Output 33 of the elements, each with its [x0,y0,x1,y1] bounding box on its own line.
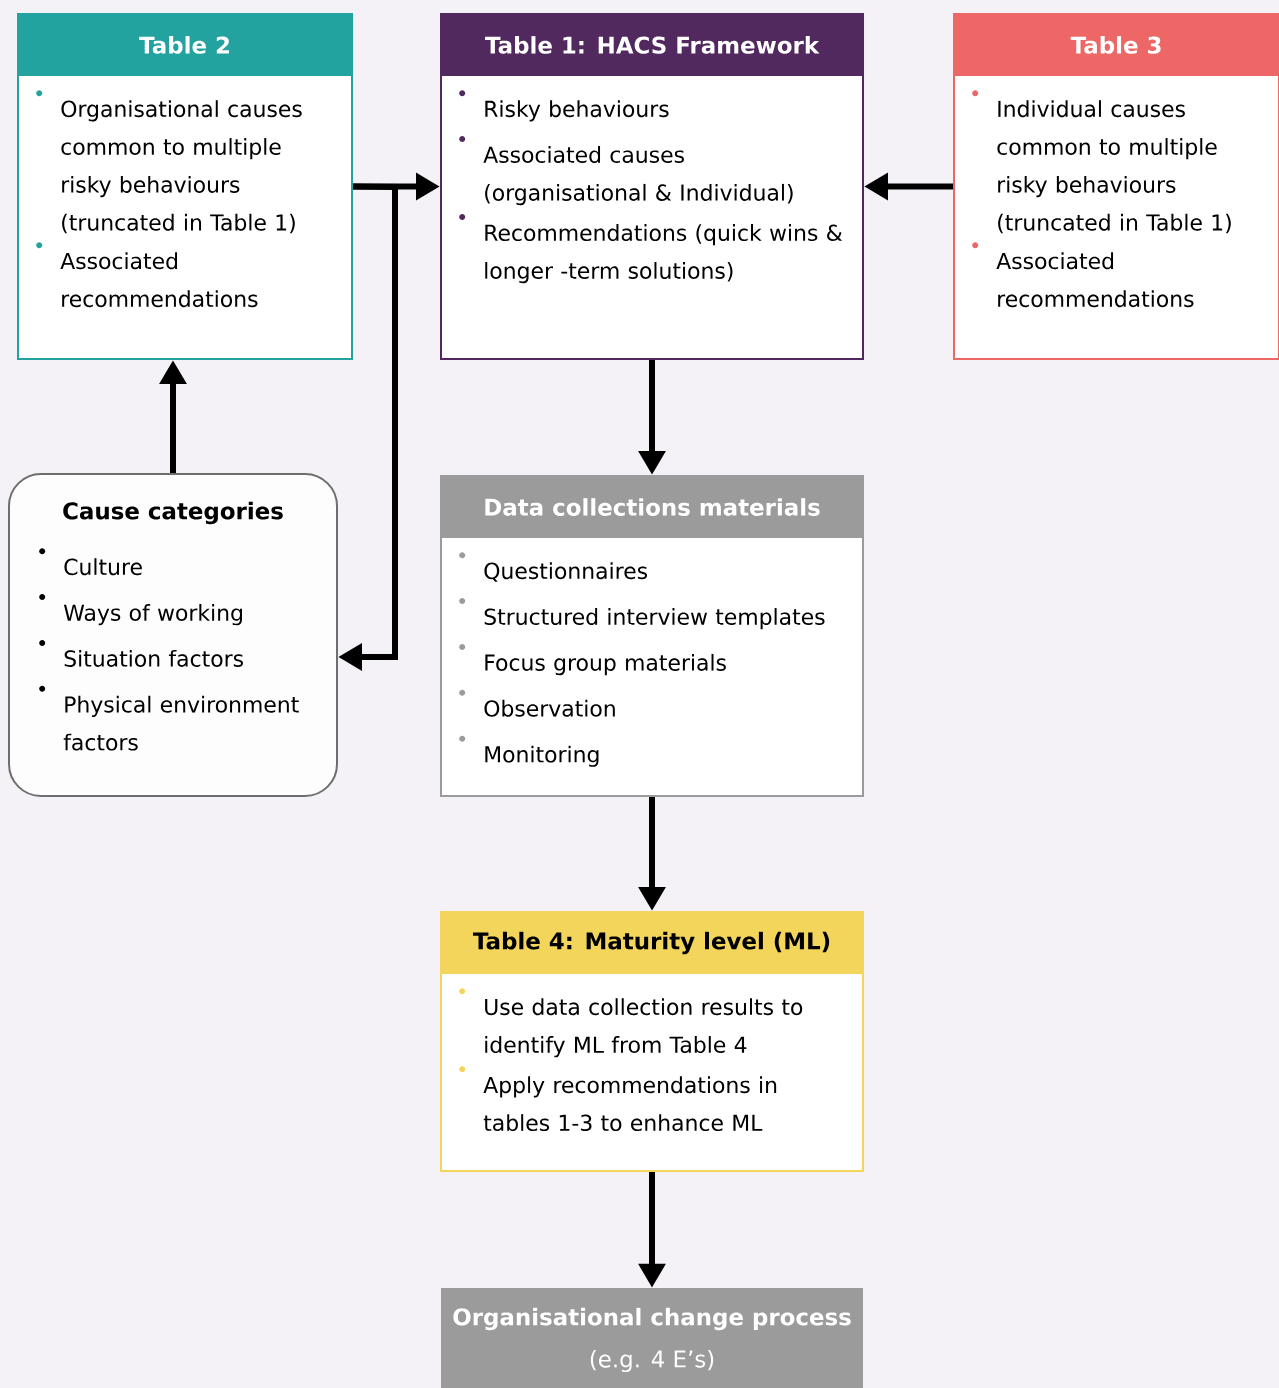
bullet-item: Associated recommendations [972,242,1194,308]
bullet-item: Individual causes common to multiple risky behaviours (truncated in Table 1) [972,90,1231,234]
bullet-item: Observation [459,689,615,717]
header-text: Organisational change process [453,1307,851,1331]
bullet-item: Use data collection results to identify ML from Table 4 [459,988,803,1058]
header-text: Cause categories [63,501,283,525]
header-text: Table 2 [139,36,229,54]
bullet-item: Monitoring [459,735,599,767]
table-box [440,475,864,797]
table-box [17,13,353,360]
header-text: Table 4: Maturity level (ML) [473,931,830,955]
bullet-item: Focus group materials [459,643,726,676]
header-text: Table 1: HACS Framework [485,36,820,54]
table-box [440,911,864,1172]
category-box [8,473,338,797]
bullet-item: Situation factors [39,639,243,667]
bullet-item: Physical environment factors [39,685,299,751]
bullet-item: Associated recommendations [36,242,258,308]
bullet-item: Culture [39,548,142,576]
bullet-item: Apply recommendations in tables 1-3 to enhance ML [459,1066,777,1132]
table-box [953,13,1279,360]
bullet-item: Questionnaires [459,552,648,582]
note-text: (e.g. 4 E’s) [590,1349,714,1373]
process-box [441,1288,863,1388]
bullet-item: Risky behaviours [459,90,669,122]
bullet-item: Recommendations (quick wins & longer -term solutions) [459,214,843,284]
bullet-item: Structured interview templates [459,598,825,630]
bullet-item: Organisational causes common to multiple risky behaviours (truncated in Table 1) [36,90,302,234]
header-text: Data collections materials [485,498,820,516]
header-text: Table 3 [1070,36,1161,54]
bullet-item: Ways of working [39,594,242,626]
bullet-item: Associated causes (organisational & Individual) [459,136,793,206]
table-box [440,13,864,360]
